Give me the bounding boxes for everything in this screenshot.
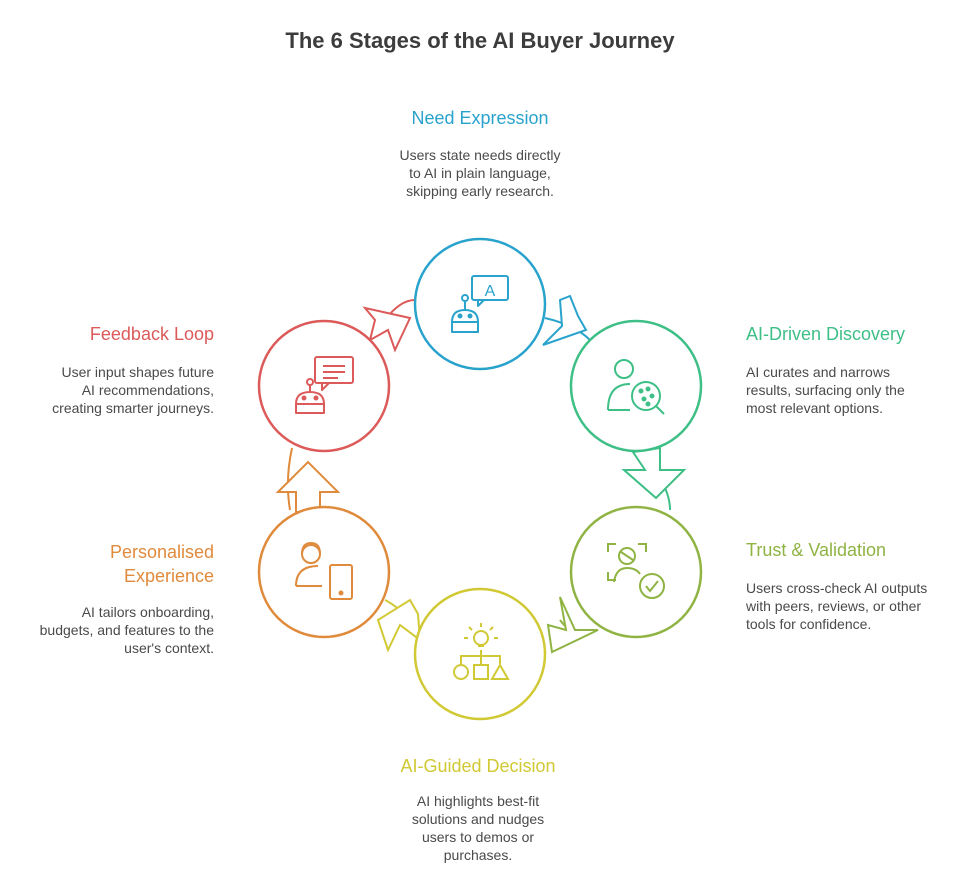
arrow-feedback-to-need (362, 306, 412, 353)
stage-need-expression: A (413, 237, 547, 371)
need-expression-description: Users state needs directly to AI in plai… (399, 147, 561, 199)
stage-trust-validation (569, 505, 703, 639)
stage-ai-guided-decision (413, 587, 547, 721)
stage-personalised-experience (257, 505, 391, 639)
personalised-experience-description: AI tailors onboarding, budgets, and feat… (39, 604, 214, 656)
arrow-trust-to-decision (546, 596, 599, 654)
arrow-personal-to-feedback (275, 460, 341, 513)
need-expression-title: Need Expression (411, 108, 549, 128)
arrow-decision-to-personal (376, 598, 422, 653)
feedback-loop-description: User input shapes future AI recommendati… (52, 364, 214, 416)
ai-driven-discovery-description: AI curates and narrows results, surfacin… (746, 364, 905, 416)
connector-personal-to-feedback (286, 447, 293, 511)
svg-text:A: A (485, 283, 496, 300)
feedback-loop-title: Feedback Loop (89, 324, 214, 344)
stage-ai-driven-discovery (569, 319, 703, 453)
personalised-experience-title: Personalised Experience (109, 542, 214, 586)
ai-guided-decision-description: AI highlights best-fit solutions and nud… (411, 793, 545, 863)
decision-tree-icon (453, 623, 510, 680)
ai-guided-decision-title: AI-Guided Decision (400, 756, 556, 776)
robot-message-icon (295, 356, 354, 414)
stage-feedback-loop (257, 319, 391, 453)
personalised-experience-circle (257, 505, 391, 639)
trust-validation-description: Users cross-check AI outputs with peers,… (746, 580, 928, 632)
arrow-discovery-to-trust (621, 446, 687, 500)
ai-driven-discovery-title: AI-Driven Discovery (746, 324, 906, 344)
trust-validation-title: Trust & Validation (746, 540, 887, 560)
face-check-icon (607, 543, 665, 599)
user-search-icon (607, 359, 665, 415)
robot-chat-icon: A (451, 275, 509, 333)
trust-validation-circle (569, 505, 703, 639)
feedback-loop-circle (257, 319, 391, 453)
diagram-title: The 6 Stages of the AI Buyer Journey (285, 28, 675, 53)
user-device-icon (295, 541, 353, 600)
arrow-need-to-discovery (542, 294, 588, 346)
